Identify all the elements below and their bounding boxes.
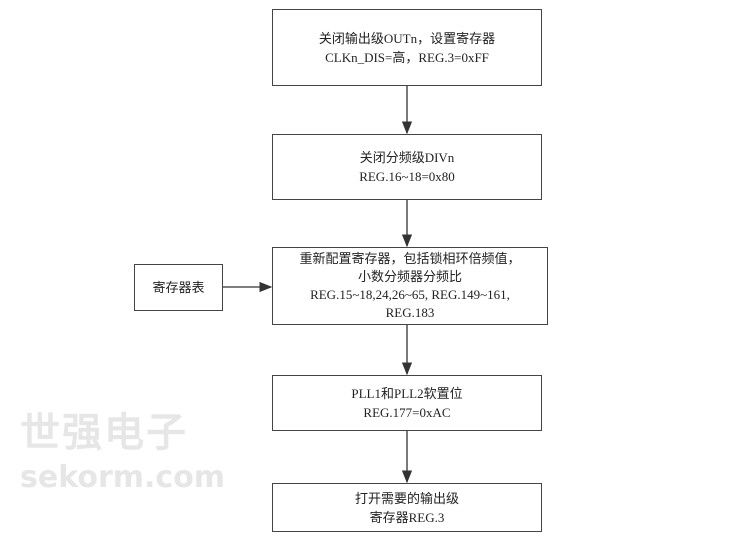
watermark-logo: 世强电子 [20, 410, 188, 456]
step-pll-soft-reset: PLL1和PLL2软置位 REG.177=0xAC [272, 375, 542, 431]
step-text: PLL1和PLL2软置位 [351, 386, 463, 401]
step-text: 打开需要的输出级 [354, 490, 459, 506]
step-close-dividers: 关闭分频级DIVn REG.16~18=0x80 [272, 134, 542, 200]
step-text: 小数分频器分频比 [357, 269, 462, 284]
step-text: REG.177=0xAC [363, 405, 451, 420]
step-text: 寄存器REG.3 [369, 509, 445, 525]
step-text: REG.16~18=0x80 [359, 169, 455, 184]
step-text: 关闭分频级DIVn [359, 150, 455, 165]
register-table-box: 寄存器表 [134, 264, 223, 311]
step-text: REG.15~18,24,26~65, REG.149~161, [310, 287, 510, 302]
step-text: 关闭输出级OUTn，设置寄存器 [318, 30, 496, 46]
step-text: 重新配置寄存器，包括锁相环倍频值， [299, 251, 521, 266]
step-reconfigure-registers: 重新配置寄存器，包括锁相环倍频值， 小数分频器分频比 REG.15~18,24,… [272, 247, 548, 325]
register-table-label: 寄存器表 [152, 280, 205, 295]
step-open-outputs: 打开需要的输出级 寄存器REG.3 [272, 483, 542, 532]
step-close-outputs: 关闭输出级OUTn，设置寄存器 CLKn_DIS=高，REG.3=0xFF [272, 9, 542, 86]
step-text: REG.183 [385, 305, 435, 320]
watermark-url: sekorm.com [20, 460, 226, 495]
step-text: CLKn_DIS=高，REG.3=0xFF [325, 49, 489, 65]
